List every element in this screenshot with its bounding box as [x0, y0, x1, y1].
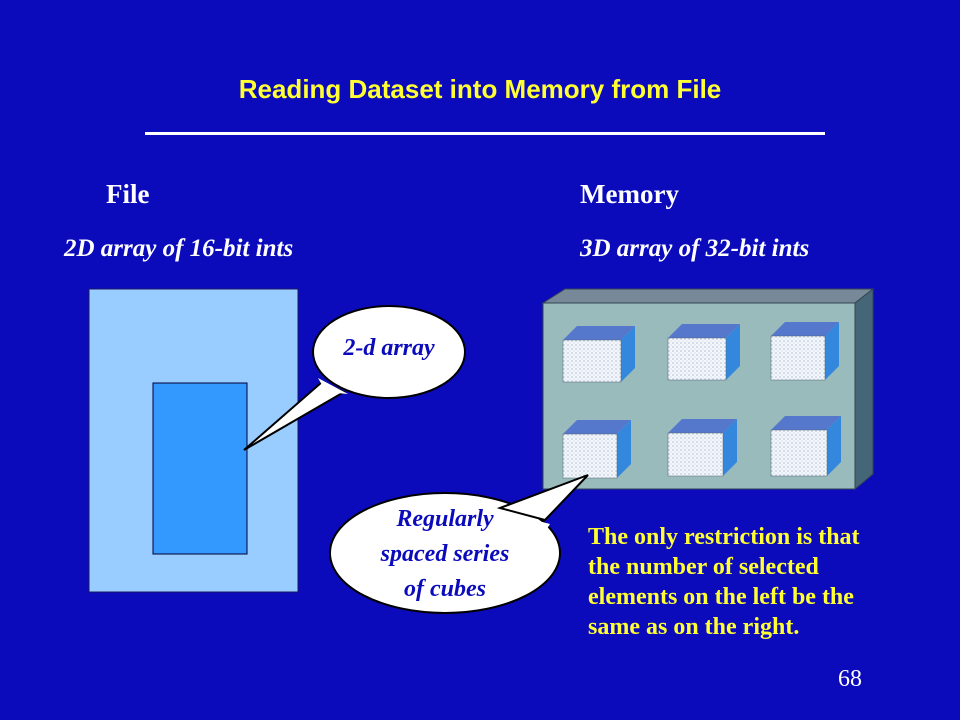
- file-heading: File: [106, 179, 150, 209]
- cube-6: [770, 416, 841, 477]
- note-line: The only restriction is that: [588, 524, 860, 550]
- note-line: the number of selected: [588, 554, 819, 580]
- title-underline: [145, 132, 825, 135]
- cube-4: [562, 420, 631, 479]
- cube-5: [667, 419, 737, 477]
- restriction-note: The only restriction is that the number …: [588, 522, 960, 642]
- slide-title: Reading Dataset into Memory from File: [238, 74, 722, 104]
- callout-cube-series: [329, 474, 589, 614]
- callout-cube-series-text: Regularly spaced series of cubes: [330, 502, 560, 607]
- file-description: 2D array of 16-bit ints: [64, 235, 294, 262]
- memory-description: 3D array of 32-bit ints: [580, 235, 810, 262]
- page-number: 68: [838, 666, 862, 692]
- cube-2: [667, 324, 740, 381]
- cube-1: [562, 326, 635, 383]
- callout-line: of cubes: [404, 576, 486, 602]
- file-array-selection: [152, 382, 248, 555]
- memory-heading: Memory: [580, 179, 679, 209]
- callout-2d-array-text: 2-d array: [343, 335, 435, 361]
- cube-3: [770, 322, 839, 381]
- callout-line: spaced series: [380, 541, 510, 567]
- callout-line: Regularly: [396, 506, 494, 532]
- note-line: same as on the right.: [588, 614, 800, 640]
- note-line: elements on the left be the: [588, 584, 854, 610]
- callout-2d-array: [243, 305, 466, 451]
